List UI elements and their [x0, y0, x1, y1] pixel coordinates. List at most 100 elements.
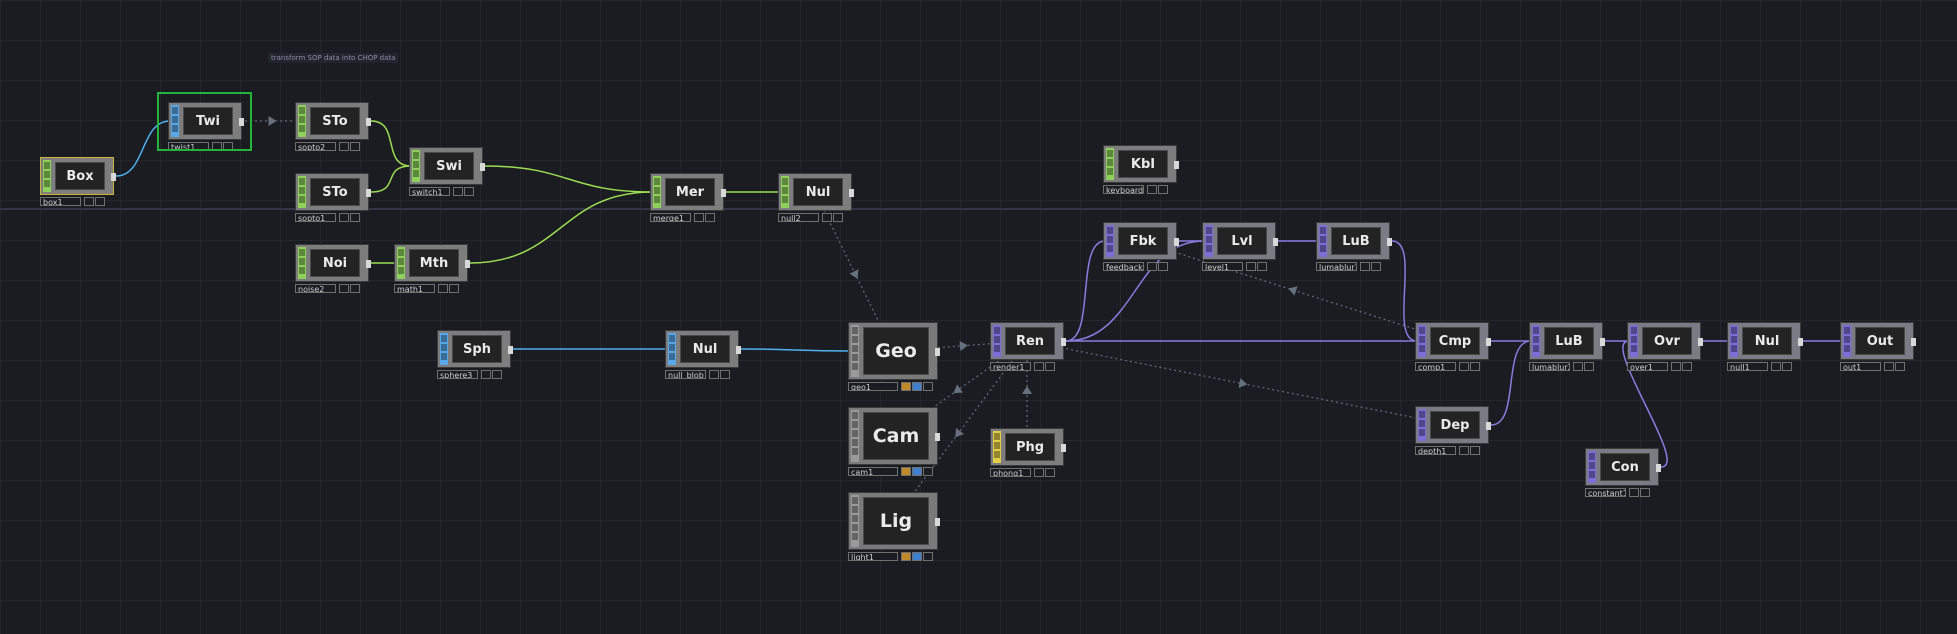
node-body[interactable]: LuB [1316, 222, 1392, 260]
output-connector[interactable] [935, 433, 940, 441]
viewer-flag-button[interactable] [1147, 185, 1157, 194]
bypass-flag-button[interactable] [449, 284, 459, 293]
output-connector[interactable] [1600, 338, 1605, 346]
node-noise2[interactable]: Noi noise2 [295, 244, 371, 295]
bypass-flag-button[interactable] [1158, 185, 1168, 194]
node-body[interactable]: Cam [848, 407, 940, 465]
viewer-flag-button[interactable] [901, 382, 911, 391]
bypass-flag-button[interactable] [1045, 468, 1055, 477]
node-body[interactable]: Fbk [1103, 222, 1179, 260]
output-connector[interactable] [111, 173, 116, 181]
node-name-label[interactable]: lumablur2 [1529, 362, 1570, 371]
viewer-flag-button[interactable] [1629, 488, 1639, 497]
output-connector[interactable] [1387, 238, 1392, 246]
node-name-label[interactable]: over1 [1627, 362, 1668, 371]
node-name-label[interactable]: switch1 [409, 187, 450, 196]
node-name-label[interactable]: feedback1 [1103, 262, 1144, 271]
output-connector[interactable] [465, 260, 470, 268]
node-depth1[interactable]: Dep depth1 [1415, 406, 1491, 457]
node-name-label[interactable]: cam1 [848, 467, 898, 476]
node-name-label[interactable]: comp1 [1415, 362, 1456, 371]
viewer-flag-button[interactable] [1034, 362, 1044, 371]
output-connector[interactable] [366, 118, 371, 126]
bypass-flag-button[interactable] [1584, 362, 1594, 371]
node-body[interactable]: Dep [1415, 406, 1491, 444]
output-connector[interactable] [1273, 238, 1278, 246]
node-body[interactable]: Box [40, 157, 116, 195]
viewer-flag-button[interactable] [694, 213, 704, 222]
viewer-flag-button[interactable] [1459, 362, 1469, 371]
viewer-flag-button[interactable] [339, 142, 349, 151]
node-name-label[interactable]: math1 [394, 284, 435, 293]
viewer-flag-button[interactable] [453, 187, 463, 196]
node-feedback1[interactable]: Fbk feedback1 [1103, 222, 1179, 273]
node-box1[interactable]: Box box1 [40, 157, 116, 208]
bypass-flag-button[interactable] [1045, 362, 1055, 371]
wire-math1-merge1[interactable] [469, 191, 653, 264]
viewer-flag-button[interactable] [901, 467, 911, 476]
bypass-flag-button[interactable] [492, 370, 502, 379]
wire-sopto2-switch1[interactable] [370, 120, 412, 167]
viewer-flag-button[interactable] [1246, 262, 1256, 271]
wire-render1-feedback1[interactable] [1065, 240, 1106, 342]
output-connector[interactable] [239, 118, 244, 126]
bypass-flag-button[interactable] [95, 197, 105, 206]
bypass-flag-button[interactable] [1640, 488, 1650, 497]
viewer-flag-button[interactable] [1671, 362, 1681, 371]
node-name-label[interactable]: box1 [40, 197, 81, 206]
bypass-flag-button[interactable] [1158, 262, 1168, 271]
output-connector[interactable] [1061, 338, 1066, 346]
node-body[interactable]: Noi [295, 244, 371, 282]
wire-depth1-lumablur2[interactable] [1490, 340, 1532, 426]
node-body[interactable]: Swi [409, 147, 485, 185]
bypass-flag-button[interactable] [720, 370, 730, 379]
wire-constant1-over1[interactable] [1622, 340, 1668, 468]
viewer-flag-button[interactable] [339, 213, 349, 222]
node-body[interactable]: Phg [990, 428, 1066, 466]
node-body[interactable]: Mer [650, 173, 726, 211]
output-connector[interactable] [480, 163, 485, 171]
output-connector[interactable] [1486, 338, 1491, 346]
wire-lumablur1-comp1[interactable] [1391, 240, 1418, 342]
bypass-flag-button[interactable] [1371, 262, 1381, 271]
node-name-label[interactable]: level1 [1202, 262, 1243, 271]
viewer-flag-button[interactable] [481, 370, 491, 379]
bypass-flag-button[interactable] [464, 187, 474, 196]
output-connector[interactable] [1061, 444, 1066, 452]
lock-flag-button[interactable] [923, 382, 933, 391]
node-name-label[interactable]: sopto2 [295, 142, 336, 151]
output-connector[interactable] [1798, 338, 1803, 346]
node-name-label[interactable]: constant1 [1585, 488, 1626, 497]
node-name-label[interactable]: null1 [1727, 362, 1768, 371]
wire-render1-level1[interactable] [1065, 240, 1205, 342]
node-body[interactable]: Lig [848, 492, 940, 550]
viewer-flag-button[interactable] [84, 197, 94, 206]
node-name-label[interactable]: depth1 [1415, 446, 1456, 455]
bypass-flag-button[interactable] [1470, 362, 1480, 371]
output-connector[interactable] [1911, 338, 1916, 346]
viewer-flag-button[interactable] [1573, 362, 1583, 371]
node-body[interactable]: Geo [848, 322, 940, 380]
bypass-flag-button[interactable] [1682, 362, 1692, 371]
output-connector[interactable] [366, 260, 371, 268]
bypass-flag-button[interactable] [912, 382, 922, 391]
bypass-flag-button[interactable] [350, 284, 360, 293]
viewer-flag-button[interactable] [438, 284, 448, 293]
bypass-flag-button[interactable] [705, 213, 715, 222]
viewer-flag-button[interactable] [1360, 262, 1370, 271]
node-body[interactable]: KbI [1103, 145, 1179, 183]
node-name-label[interactable]: noise2 [295, 284, 336, 293]
node-body[interactable]: Cmp [1415, 322, 1491, 360]
